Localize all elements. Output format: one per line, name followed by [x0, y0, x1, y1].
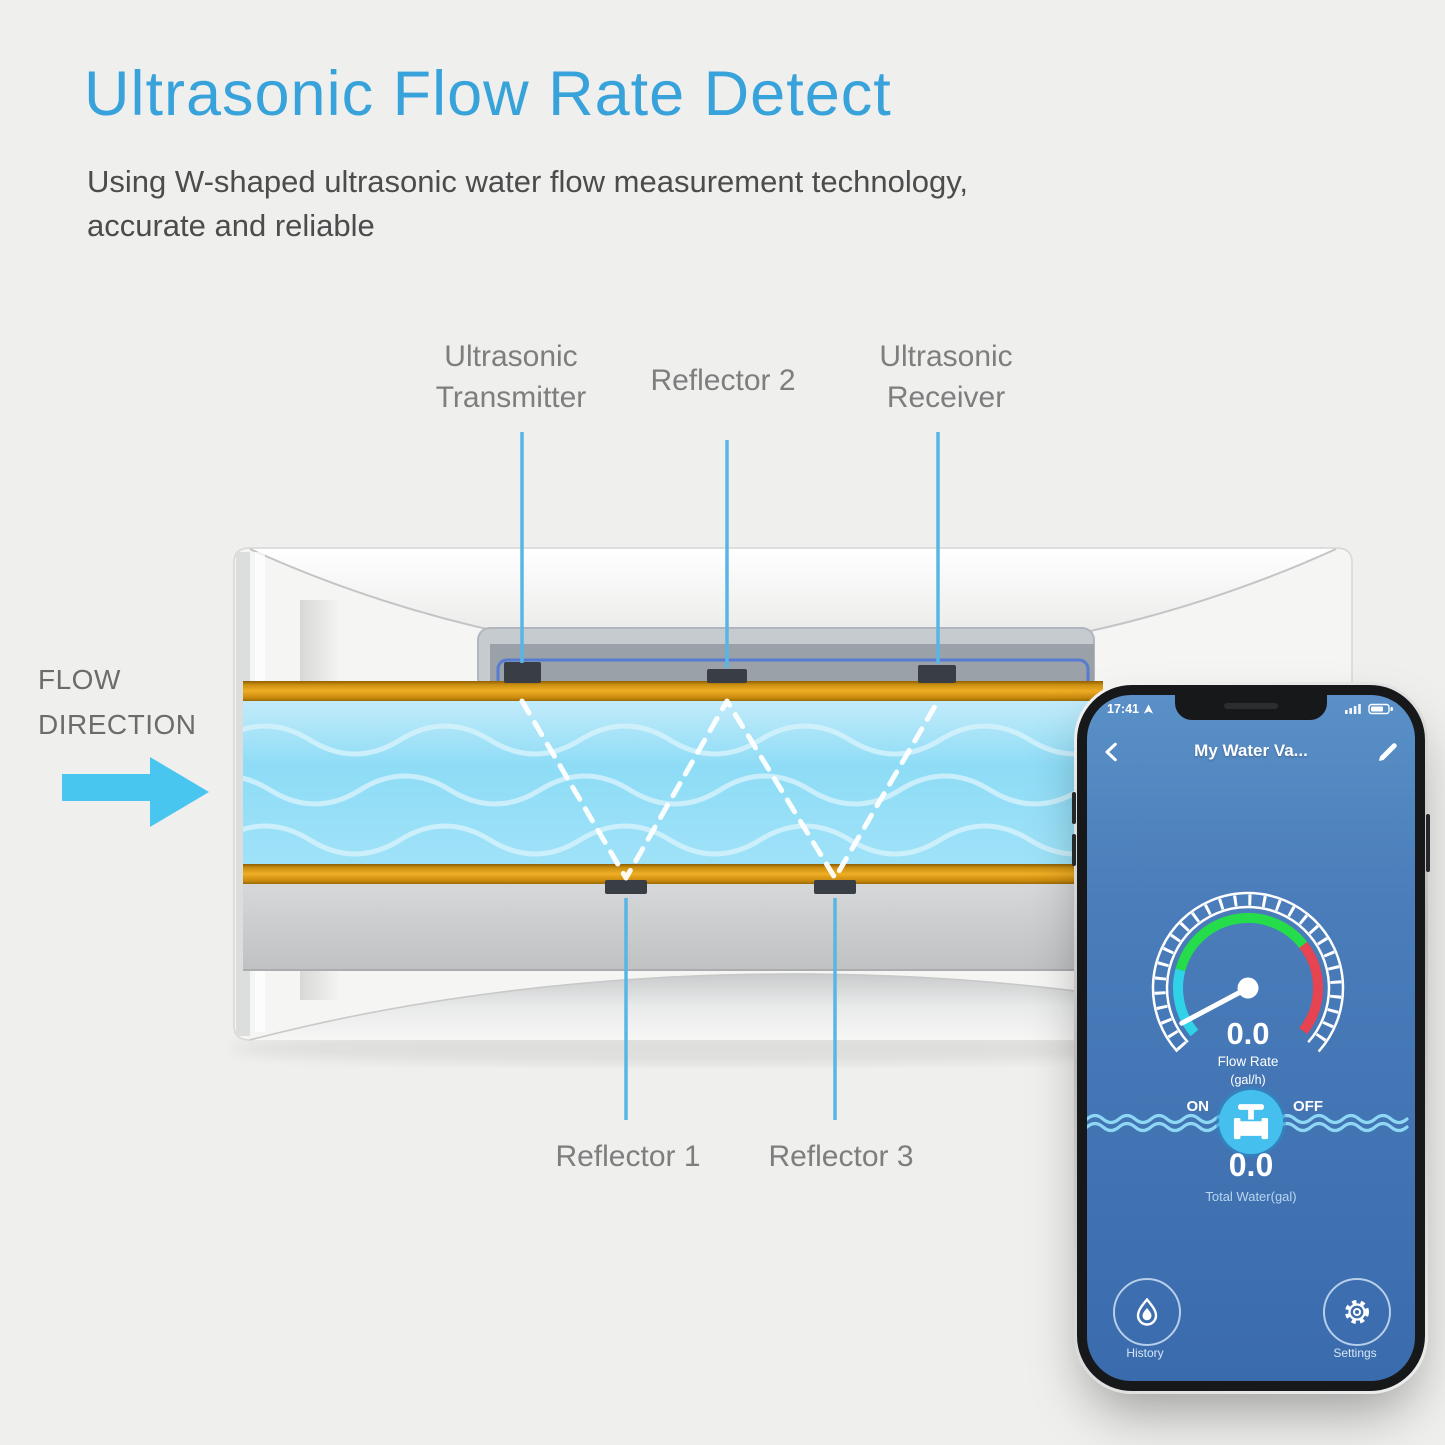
gauge-arc-cyan — [1173, 968, 1199, 1037]
app-screen: 17:41 — [1087, 695, 1415, 1381]
receiver-sensor — [918, 665, 956, 683]
phone-speaker — [1224, 703, 1278, 709]
water-waves — [243, 723, 1103, 857]
label-reflector-3: Reflector 3 — [768, 1140, 914, 1173]
label-ultrasonic-receiver: Ultrasonic Receiver — [879, 340, 1013, 415]
label-ultrasonic-transmitter: Ultrasonic Transmitter — [435, 340, 587, 415]
signal-battery-icons — [1345, 703, 1393, 715]
valve-off-label: OFF — [1293, 1098, 1323, 1115]
pipe-top-wall — [243, 681, 1103, 701]
phone-notch — [1175, 695, 1327, 720]
location-icon — [1143, 703, 1154, 714]
label-reflector-1: Reflector 1 — [555, 1140, 701, 1173]
smartphone: 17:41 — [1072, 682, 1430, 1394]
flow-rate-label: Flow Rate — [1218, 1054, 1279, 1069]
history-drop-icon — [1136, 1297, 1158, 1326]
total-water-value: 0.0 — [1228, 1147, 1274, 1183]
edit-pencil-icon[interactable] — [1377, 741, 1399, 763]
gauge-arc-green — [1175, 913, 1308, 972]
pipe — [243, 681, 1103, 971]
total-water-label: Total Water(gal) — [1205, 1189, 1297, 1204]
gauge-arc-red — [1299, 941, 1324, 1035]
leader-lines — [520, 432, 940, 1120]
history-button[interactable] — [1113, 1278, 1181, 1346]
settings-gear-icon — [1345, 1300, 1369, 1324]
flow-direction-arrow — [62, 757, 209, 827]
label-reflector-2: Reflector 2 — [650, 364, 796, 397]
status-bar: 17:41 — [1107, 702, 1397, 716]
power-button — [1426, 814, 1430, 872]
page-subtitle: Using W-shaped ultrasonic water flow mea… — [87, 164, 969, 244]
transmitter-sensor — [504, 662, 541, 683]
volume-up-button — [1072, 792, 1076, 824]
flow-direction-label: FLOW DIRECTION — [38, 664, 197, 740]
settings-button[interactable] — [1323, 1278, 1391, 1346]
gauge-needle — [1179, 985, 1251, 1026]
gauge-hub — [1237, 977, 1259, 999]
valve-icon — [1233, 1104, 1269, 1140]
app-nav-bar: My Water Va... — [1087, 735, 1415, 769]
valve-toggle-button[interactable] — [1219, 1090, 1283, 1154]
transducers — [504, 662, 956, 894]
history-label: History — [1126, 1346, 1164, 1360]
device-name-title: My Water Va... — [1194, 741, 1308, 760]
valve-control-row: ON OFF — [1087, 1090, 1415, 1154]
reflector3-sensor — [814, 880, 856, 894]
flow-rate-unit: (gal/h) — [1230, 1073, 1265, 1087]
valve-on-label: ON — [1186, 1098, 1210, 1115]
page-title: Ultrasonic Flow Rate Detect — [84, 59, 892, 129]
flow-rate-value: 0.0 — [1226, 1016, 1269, 1051]
back-chevron-icon[interactable] — [1101, 740, 1123, 764]
ultrasound-w-path — [519, 698, 941, 881]
status-time: 17:41 — [1107, 702, 1139, 716]
reflector2-sensor — [707, 669, 747, 683]
pipe-bottom-wall — [243, 864, 1103, 884]
flow-rate-gauge: 0.0 Flow Rate (gal/h) — [1151, 891, 1345, 1087]
reflector1-sensor — [605, 880, 647, 894]
settings-label: Settings — [1333, 1346, 1377, 1360]
volume-down-button — [1072, 834, 1076, 866]
